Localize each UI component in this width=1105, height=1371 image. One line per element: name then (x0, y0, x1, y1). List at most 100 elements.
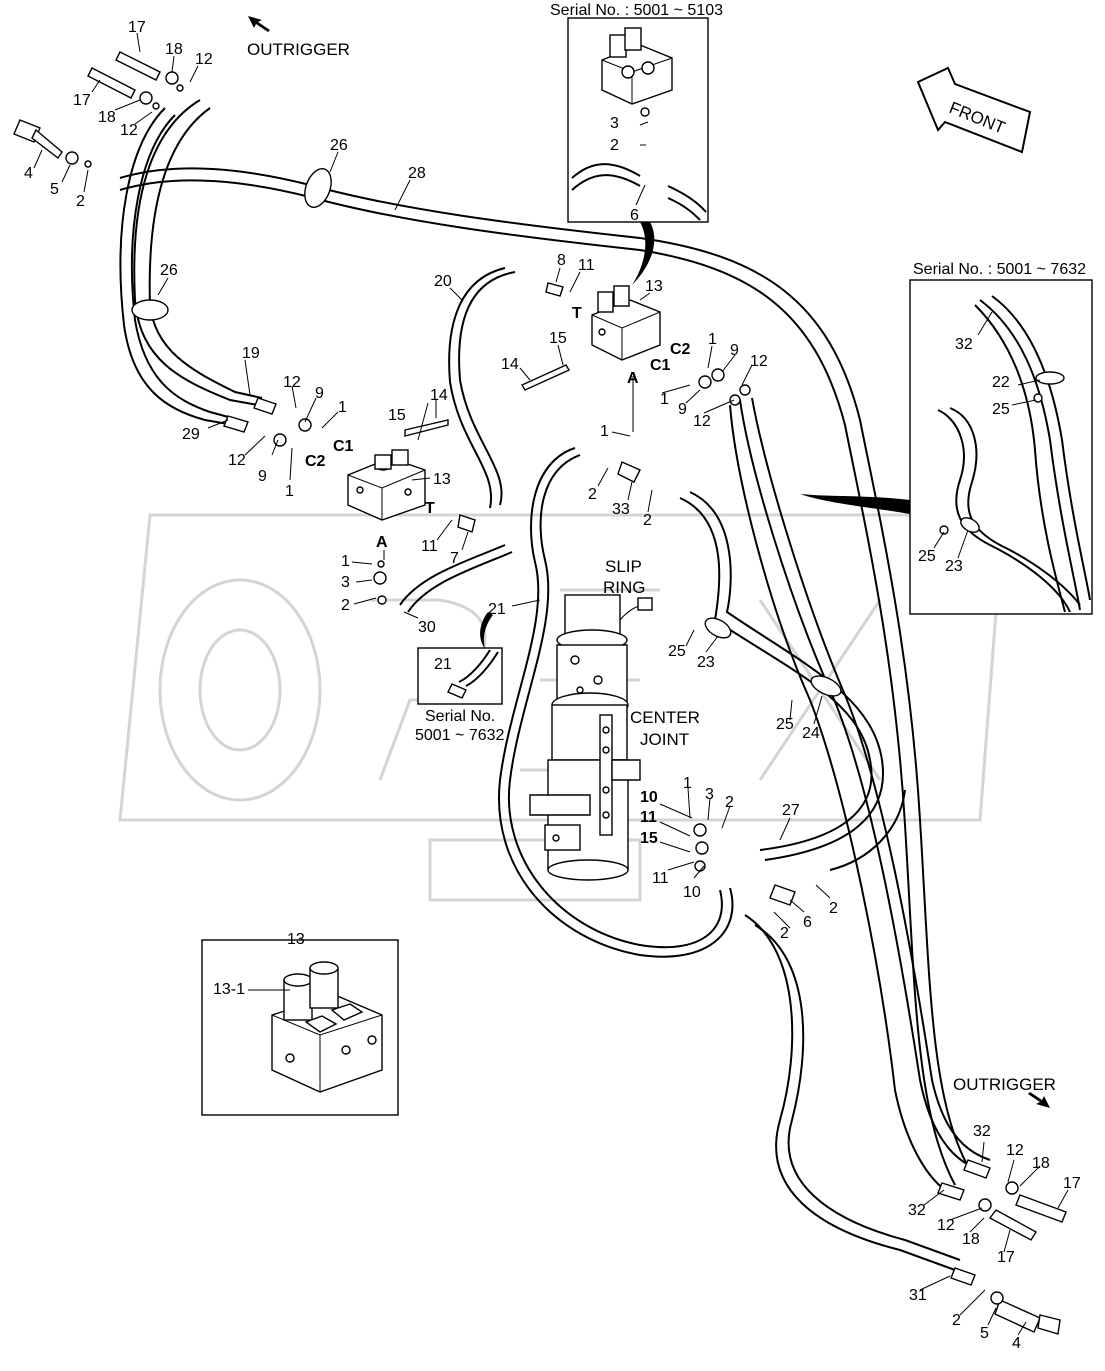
outrigger-top-arrow (248, 16, 270, 32)
inset-small-serial-1: Serial No. (425, 708, 495, 725)
port-15: 15 (640, 830, 658, 847)
part-label: 23 (945, 558, 963, 575)
part-label: 6 (803, 914, 812, 931)
part-label: 3 (341, 574, 350, 591)
part-label: 5 (980, 1325, 989, 1342)
part-label: 31 (909, 1287, 927, 1304)
part-label: 17 (73, 92, 91, 109)
part-label: 12 (693, 413, 711, 430)
part-label: 18 (962, 1231, 980, 1248)
part-label: 23 (697, 654, 715, 671)
part-label: 2 (780, 925, 789, 942)
part-label: 2 (829, 900, 838, 917)
valve-block-right (520, 285, 661, 391)
part-label: 2 (341, 597, 350, 614)
part-label: 15 (549, 330, 567, 347)
part-label: 1 (338, 399, 347, 416)
fittings (13, 51, 1067, 1335)
part-label: 32 (955, 336, 973, 353)
part-label: 25 (776, 716, 794, 733)
part-label: 7 (450, 550, 459, 567)
center-joint-label-2: JOINT (640, 730, 689, 749)
part-label: 24 (802, 725, 820, 742)
port-t-right: T (572, 305, 582, 322)
part-label: 4 (24, 165, 33, 182)
part-label: 11 (578, 257, 595, 274)
part-label: 12 (750, 353, 768, 370)
hose-lines (119, 99, 991, 1271)
part-label: 14 (501, 356, 519, 373)
inset-serial-7632-right (800, 279, 1093, 615)
part-label: 29 (182, 426, 200, 443)
part-label: 21 (488, 601, 506, 618)
diagram-text: Serial No. : 5001 ~ 5103 Serial No. : 50… (24, 2, 1086, 1352)
part-label: 9 (258, 468, 267, 485)
part-label: 18 (1032, 1155, 1050, 1172)
outrigger-bottom-label: OUTRIGGER (953, 1075, 1056, 1094)
center-joint (529, 594, 653, 881)
port-11: 11 (640, 809, 657, 826)
port-10: 10 (640, 789, 658, 806)
part-label: 2 (952, 1312, 961, 1329)
port-c2-right: C2 (670, 341, 691, 358)
part-label: 1 (341, 553, 350, 570)
outrigger-bottom-arrow (1028, 1092, 1050, 1108)
front-arrow (916, 66, 1032, 154)
part-label: 13 (645, 278, 663, 295)
inset-valve-title: 13 (287, 931, 305, 948)
part-label: 17 (997, 1249, 1015, 1266)
slip-ring-label-2: RING (603, 578, 646, 597)
part-label: 32 (973, 1123, 991, 1140)
part-label: 13 (433, 471, 451, 488)
part-label: 12 (120, 122, 138, 139)
part-label: 2 (76, 193, 85, 210)
part-label: 12 (195, 51, 213, 68)
part-label: 1 (708, 331, 717, 348)
part-label: 1 (285, 483, 294, 500)
part-label: 2 (610, 137, 619, 154)
part-label: 11 (421, 538, 438, 555)
part-label: 2 (588, 486, 597, 503)
part-label: 9 (678, 401, 687, 418)
port-a-right: A (627, 370, 639, 387)
part-label: 22 (992, 374, 1010, 391)
part-label: 15 (388, 407, 406, 424)
part-label: 1 (683, 775, 692, 792)
part-label: 12 (283, 374, 301, 391)
center-joint-label-1: CENTER (630, 708, 700, 727)
part-label: 3 (610, 115, 619, 132)
part-label: 26 (330, 137, 348, 154)
valve-block-left (347, 419, 449, 521)
part-label: 5 (50, 181, 59, 198)
part-label: 2 (725, 794, 734, 811)
inset-serial-7632-small (417, 612, 503, 705)
inset-valve-13-1 (201, 939, 399, 1116)
part-label: 27 (782, 802, 800, 819)
part-label: 12 (1006, 1142, 1024, 1159)
part-label: 3 (705, 786, 714, 803)
part-label: 30 (418, 619, 436, 636)
part-label: 1 (660, 391, 669, 408)
part-label: 2 (643, 512, 652, 529)
direction-arrows (248, 16, 1050, 1108)
part-label: 25 (918, 548, 936, 565)
part-label: 20 (434, 273, 452, 290)
serial-top-label: Serial No. : 5001 ~ 5103 (550, 2, 723, 19)
grommet-parts (131, 168, 842, 697)
inset-small-part: 21 (434, 656, 452, 673)
part-label: 19 (242, 345, 260, 362)
port-t-left: T (425, 500, 435, 517)
part-label: 14 (430, 387, 448, 404)
port-c2-left: C2 (305, 453, 326, 470)
part-label: 9 (315, 385, 324, 402)
part-label: 17 (128, 19, 146, 36)
inset-small-serial-2: 5001 ~ 7632 (415, 727, 505, 744)
part-label: 6 (630, 207, 639, 224)
port-a-left: A (376, 534, 388, 551)
part-label: 33 (612, 501, 630, 518)
port-c1-right: C1 (650, 357, 671, 374)
outrigger-top-label: OUTRIGGER (247, 40, 350, 59)
inset-serial-5103 (567, 17, 709, 285)
part-label: 26 (160, 262, 178, 279)
